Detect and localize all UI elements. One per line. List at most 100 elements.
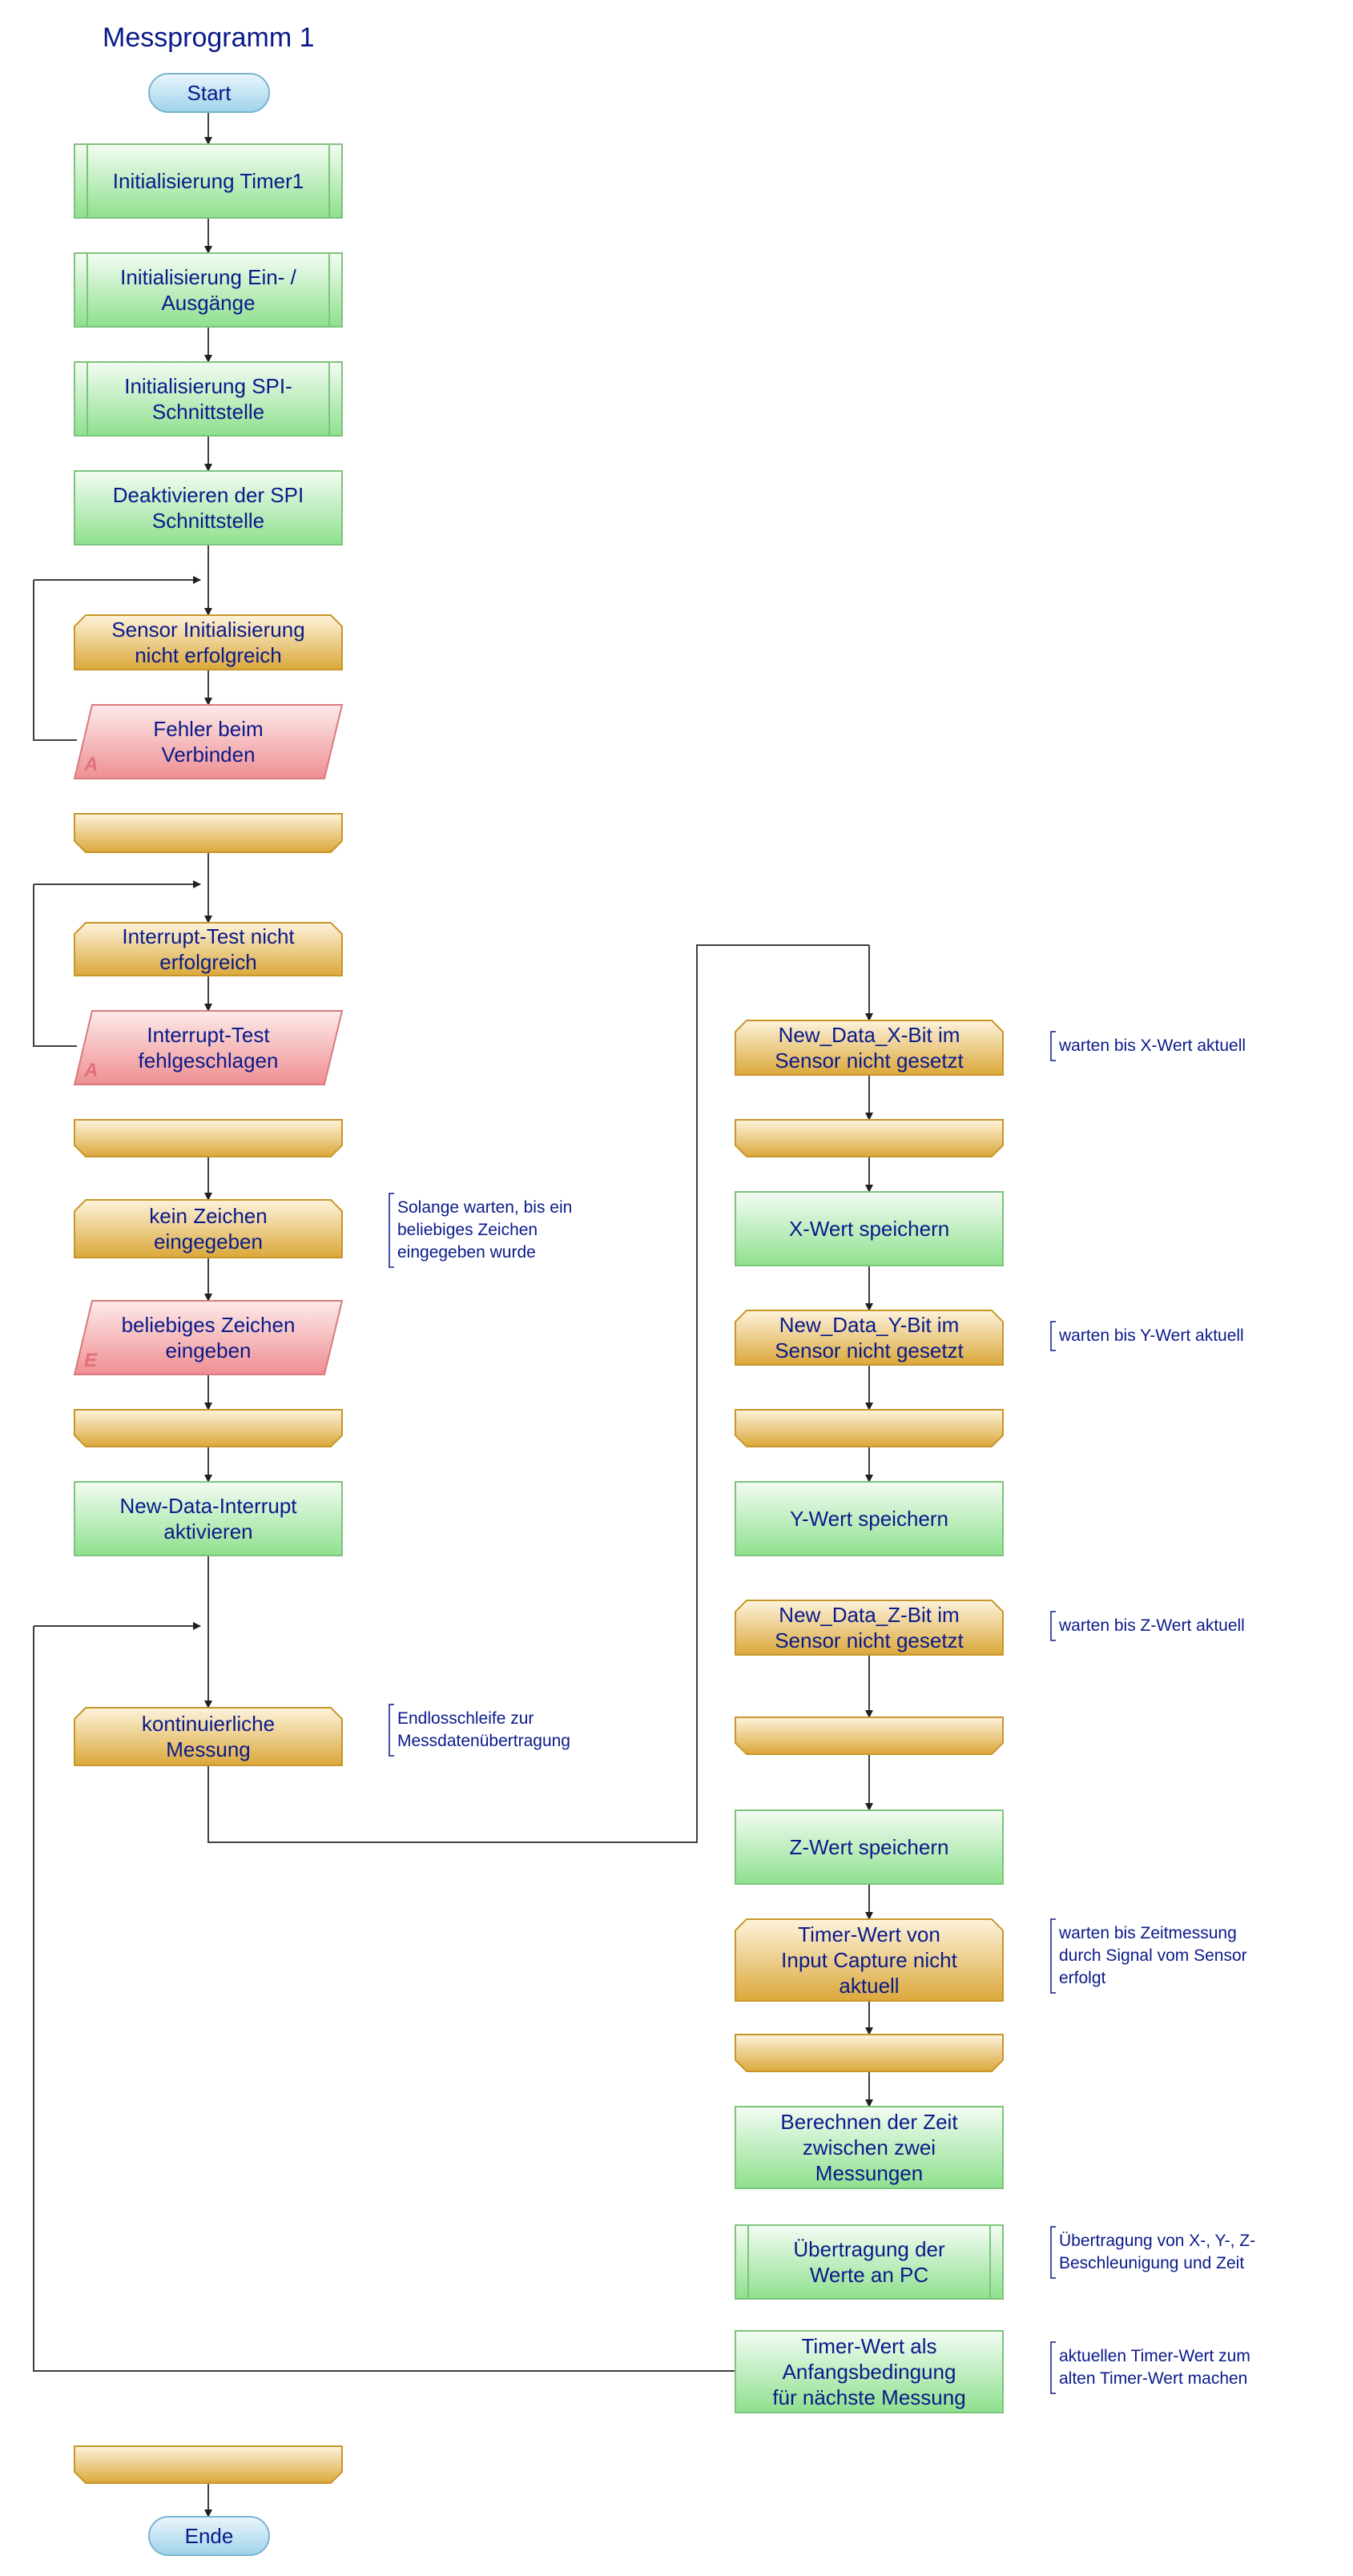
loop-main-end-node [74, 2445, 343, 2484]
end-node: Ende [148, 2516, 270, 2556]
process-shape [735, 2330, 1004, 2413]
process-shape [74, 361, 343, 437]
err-connect-label: Fehler beim [153, 717, 263, 741]
loop-start-shape [74, 1199, 343, 1258]
io-shape [73, 704, 344, 779]
save-x-label: X-Wert speichern [789, 1217, 949, 1241]
connector-line [207, 944, 869, 1843]
save-y-node: Y-Wert speichern [735, 1481, 1004, 1556]
calc-time-label: zwischen zwei [803, 2135, 936, 2159]
loop-end-shape [735, 1717, 1004, 1755]
note-z: warten bis Z-Wert aktuell [1050, 1611, 1245, 1641]
wait-y-label: New_Data_Y-Bit im [779, 1313, 959, 1337]
wait-z-label: New_Data_Z-Bit im [779, 1603, 959, 1627]
note-text: Messdatenübertragung [397, 1732, 570, 1750]
loop-interrupt-label: Interrupt-Test nicht [122, 924, 295, 948]
note-text: alten Timer-Wert machen [1059, 2369, 1247, 2388]
diagram-title: Messprogramm 1 [103, 22, 315, 53]
save-y-label: Y-Wert speichern [790, 1507, 948, 1531]
note-text: Beschleunigung und Zeit [1059, 2254, 1244, 2272]
wait-x-end-node [735, 1119, 1004, 1157]
note-bracket [1050, 2341, 1056, 2394]
activate-int-label: aktivieren [163, 1519, 252, 1544]
loop-main-label: Messung [166, 1737, 251, 1761]
wait-z-label: Sensor nicht gesetzt [775, 1628, 964, 1652]
note-text: durch Signal vom Sensor [1059, 1946, 1247, 1965]
process-shape [735, 1809, 1004, 1885]
note-text: Übertragung von X-, Y-, Z- [1059, 2232, 1255, 2250]
loop-sensor-label: nicht erfolgreich [135, 643, 282, 667]
loop-interrupt-end-node [74, 1119, 343, 1157]
io-mark: A [83, 754, 98, 775]
wait-timer-label: Timer-Wert von [798, 1922, 940, 1946]
init-spi-label: Schnittstelle [152, 400, 264, 424]
process-shape [74, 1481, 343, 1556]
loop-start-shape [735, 1310, 1004, 1366]
note-text: warten bis X-Wert aktuell [1058, 1036, 1246, 1055]
save-x-node: X-Wert speichern [735, 1191, 1004, 1266]
wait-z-end-node [735, 1717, 1004, 1755]
wait-y-end-node [735, 1409, 1004, 1447]
loop-end-shape [74, 2445, 343, 2484]
loop-sensor-label: Sensor Initialisierung [111, 618, 304, 642]
loop-end-shape [735, 2034, 1004, 2072]
init-timer-node: Initialisierung Timer1 [74, 143, 343, 219]
note-text: aktuellen Timer-Wert zum [1059, 2347, 1250, 2365]
wait-timer-label: Input Capture nicht [781, 1948, 957, 1972]
transfer-label: Werte an PC [810, 2263, 928, 2287]
timer-start-label: Timer-Wert als [802, 2334, 937, 2358]
init-io-label: Ausgänge [161, 291, 255, 315]
process-shape [735, 1191, 1004, 1266]
loop-end-shape [735, 1119, 1004, 1157]
wait-y-label: Sensor nicht gesetzt [775, 1338, 964, 1362]
loop-char-label: kein Zeichen [149, 1204, 267, 1228]
process-shape [74, 470, 343, 545]
save-z-label: Z-Wert speichern [790, 1835, 949, 1859]
note-text: warten bis Zeitmessung [1058, 1924, 1237, 1942]
process-shape [735, 1481, 1004, 1556]
calc-time-label: Berechnen der Zeit [780, 2110, 958, 2134]
loop-start-shape [74, 614, 343, 670]
note-bracket [1050, 1031, 1056, 1061]
note-bracket [1050, 2226, 1056, 2279]
note-bracket [1050, 1321, 1056, 1351]
connector-line [33, 884, 77, 1047]
process-shape [735, 2224, 1004, 2300]
loop-end-shape [74, 1409, 343, 1447]
note-timer: warten bis Zeitmessung durch Signal vom S… [1050, 1918, 1247, 1994]
err-interrupt-label: fehlgeschlagen [139, 1049, 279, 1073]
err-connect-label: Verbinden [161, 743, 255, 767]
io-shape [73, 1300, 344, 1375]
connector-line [33, 1626, 739, 2372]
deact-spi-label: Schnittstelle [152, 509, 264, 533]
loop-start-shape [735, 1600, 1004, 1656]
init-spi-node: Initialisierung SPI-Schnittstelle [74, 361, 343, 437]
note-text: beliebiges Zeichen [397, 1221, 538, 1239]
note-text: warten bis Y-Wert aktuell [1058, 1326, 1244, 1345]
note-timer_start: aktuellen Timer-Wert zum alten Timer-Wert… [1050, 2341, 1250, 2394]
wait-timer-label: aktuell [839, 1974, 899, 1998]
terminal-shape [148, 2516, 270, 2556]
process-shape [74, 252, 343, 328]
process-shape [735, 2106, 1004, 2189]
wait-x-label: Sensor nicht gesetzt [775, 1049, 964, 1073]
calc-time-label: Messungen [815, 2161, 923, 2185]
timer-start-label: Anfangsbedingung [783, 2360, 956, 2384]
init-timer-label: Initialisierung Timer1 [113, 169, 304, 193]
note-bracket [1050, 1611, 1056, 1641]
loop-start-shape [74, 1707, 343, 1766]
err-interrupt-label: Interrupt-Test [147, 1023, 270, 1047]
io-shape [73, 1010, 344, 1085]
